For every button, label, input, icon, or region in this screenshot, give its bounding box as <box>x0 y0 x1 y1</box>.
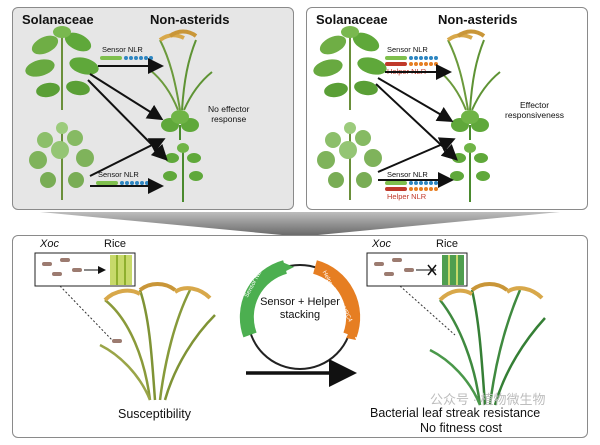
label-rice-right: Rice <box>436 238 459 250</box>
stack-line-1: Sensor + Helper <box>260 296 340 308</box>
label-sensor-nlr-top-left: Sensor NLR <box>102 45 143 54</box>
arrows-top-left <box>87 58 168 194</box>
non-asterid-plant-middle-right <box>451 110 489 140</box>
header-solanaceae-left: Solanaceae <box>22 12 94 27</box>
label-helper-nlr-bottom-right: Helper NLR <box>387 192 427 201</box>
label-sensor-nlr-top-right: Sensor NLR <box>387 45 428 54</box>
label-sensor-nlr-bottom-right: Sensor NLR <box>387 170 428 179</box>
label-no-fitness-cost: No fitness cost <box>420 421 502 435</box>
label-rice-left: Rice <box>104 238 127 250</box>
rice-leaf-resistant-inset-right <box>442 255 464 285</box>
sensor-nlr-bar-top-right <box>385 56 438 60</box>
inset-connector-right <box>399 285 456 336</box>
rice-plant-susceptible <box>99 282 216 401</box>
header-solanaceae-right: Solanaceae <box>316 12 388 27</box>
label-sensor-nlr-bottom-left: Sensor NLR <box>98 170 139 179</box>
caption-effector-responsiveness: Effector responsiveness <box>505 100 564 120</box>
inset-connector-left <box>59 285 113 341</box>
sensor-nlr-bar-bottom-right <box>385 181 438 185</box>
solanaceae-plant-bottom-left <box>29 122 94 200</box>
caption-no-effector-response: No effector response <box>208 104 249 124</box>
funnel-connector <box>40 212 560 235</box>
label-susceptibility: Susceptibility <box>118 407 191 421</box>
non-asterid-plant-bottom-right <box>450 143 490 202</box>
non-asterid-plant-bottom-left <box>163 143 203 202</box>
label-xoc-left: Xoc <box>40 238 59 250</box>
bacteria-left <box>42 258 106 276</box>
header-non-asterids-right: Non-asterids <box>438 12 518 27</box>
caption-line-1: Effector <box>519 100 550 110</box>
label-sensor-helper-stacking: Sensor + Helper stacking <box>253 296 347 322</box>
solanaceae-plant-top-right <box>313 26 387 110</box>
caption-line-2: responsiveness <box>505 110 565 120</box>
watermark: 公众号 · 植物微生物 <box>430 392 546 407</box>
arrows-top-right <box>375 64 458 188</box>
caption-line-2: response <box>211 114 247 124</box>
rice-leaf-healthy-inset-left <box>110 255 132 285</box>
rice-plant-top-left <box>149 29 213 111</box>
header-non-asterids-left: Non-asterids <box>150 12 230 27</box>
helper-nlr-bar-bottom-right <box>385 187 438 191</box>
solanaceae-plant-top-left <box>25 26 99 110</box>
non-asterid-plant-middle-left <box>161 110 199 140</box>
sensor-nlr-bar-top-left <box>100 56 153 60</box>
bacteria-right <box>374 258 437 276</box>
stack-line-2: stacking <box>279 309 321 321</box>
caption-line-1: No effector <box>208 104 250 114</box>
rice-plant-resistant <box>429 282 546 406</box>
solanaceae-plant-bottom-right <box>317 122 382 200</box>
rice-plant-top-right <box>437 29 501 111</box>
helper-nlr-bar-top-right <box>385 62 438 66</box>
plasmid-helper-segment <box>312 260 361 338</box>
label-resistance: Bacterial leaf streak resistance <box>370 406 541 420</box>
sensor-nlr-bar-bottom-left <box>96 181 149 185</box>
label-xoc-right: Xoc <box>372 238 391 250</box>
plasmid-sensor-segment <box>239 260 288 338</box>
